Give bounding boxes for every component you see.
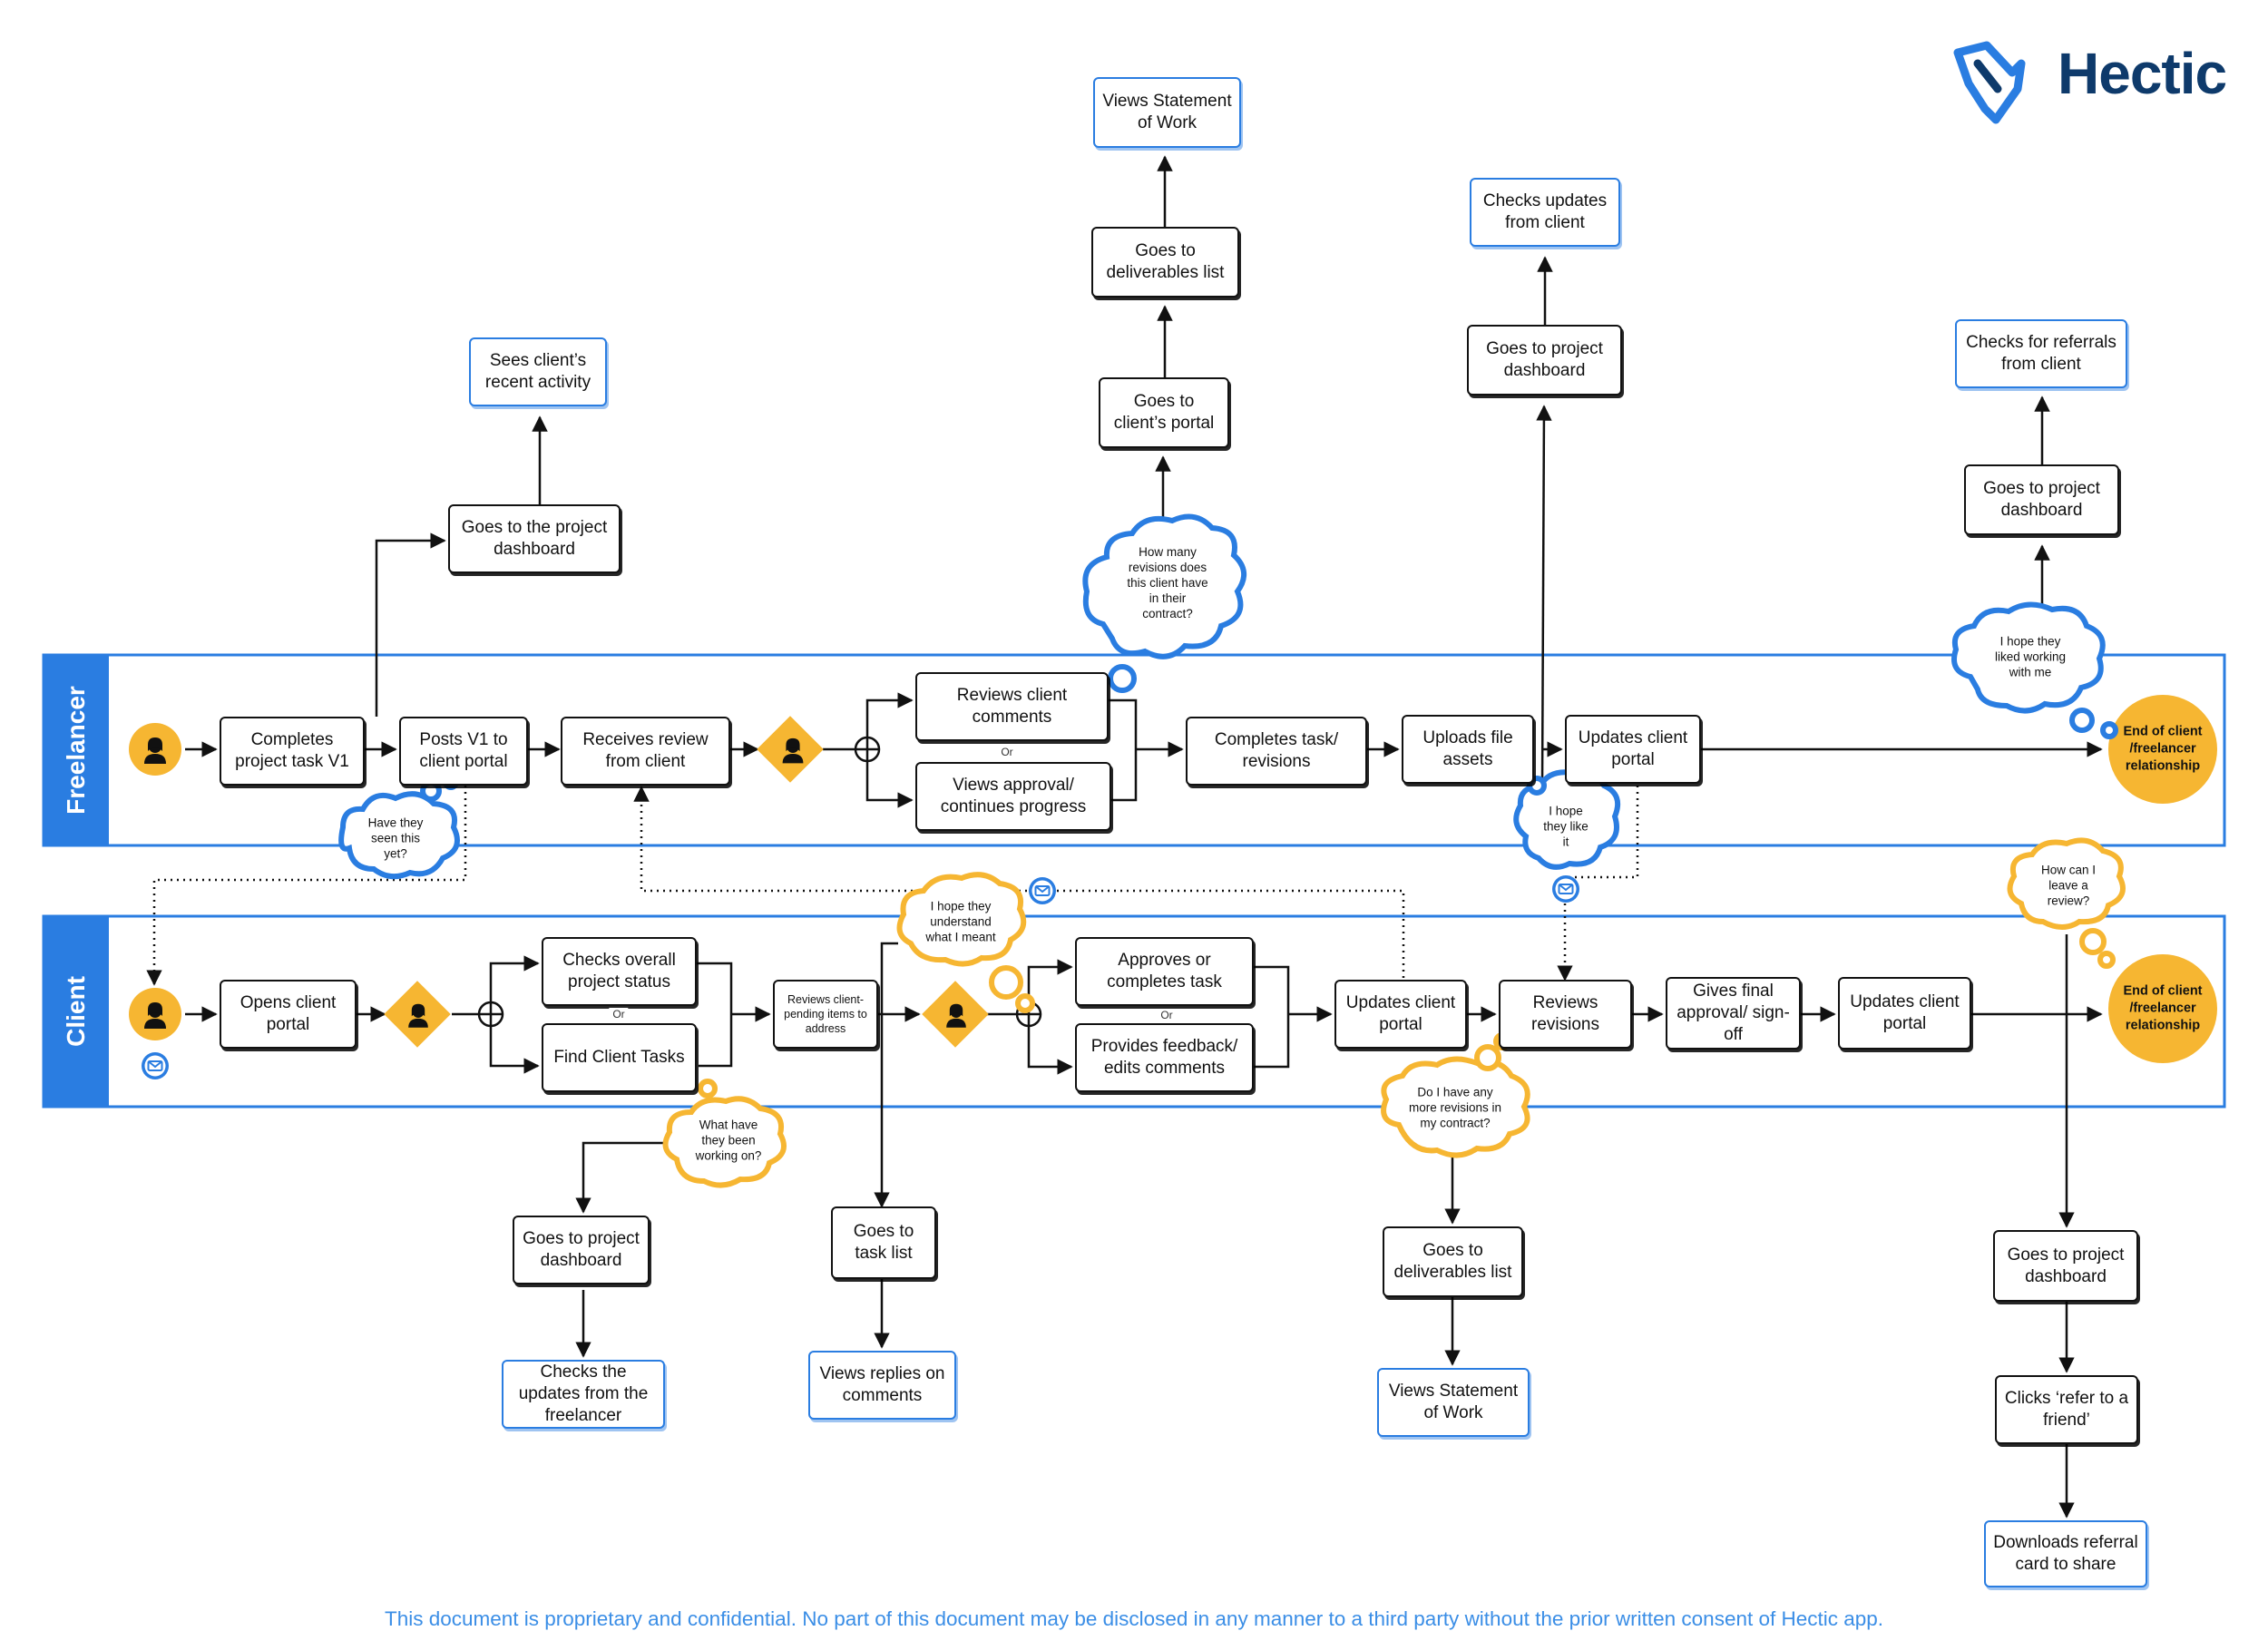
- outcome-checks-updates: Checks updates from client: [1470, 178, 1620, 247]
- end-node: [2108, 695, 2217, 1063]
- hectic-logo-icon: [1953, 41, 2026, 124]
- step-views-approval: Views approval/ continues progress: [915, 762, 1111, 831]
- confidentiality-footer: This document is proprietary and confide…: [384, 1607, 1884, 1630]
- outcome-views-sow-client: Views Statement of Work: [1377, 1368, 1530, 1437]
- step-goes-clients-portal: Goes to client’s portal: [1099, 377, 1229, 448]
- thought-cloud: [338, 513, 2126, 1188]
- step-reviews-revisions: Reviews revisions: [1499, 980, 1632, 1049]
- outcome-downloads-card: Downloads referral card to share: [1984, 1520, 2147, 1587]
- or-label: Or: [997, 746, 1017, 758]
- lane-label-client: Client: [62, 976, 90, 1047]
- step-uploads-assets: Uploads file assets: [1402, 715, 1534, 784]
- step-receives-review: Receives review from client: [561, 717, 730, 786]
- step-completes-v1: Completes project task V1: [220, 717, 365, 786]
- step-goes-deliverables-client: Goes to deliverables list: [1383, 1226, 1523, 1297]
- step-provides-feedback: Provides feedback/ edits comments: [1075, 1023, 1254, 1092]
- thought-hope-like: I hope they like it: [1543, 804, 1589, 849]
- end-client: End of client /freelancer relationship: [2123, 983, 2203, 1033]
- outcome-views-sow-freelancer: Views Statement of Work: [1093, 77, 1241, 148]
- step-updates-portal-client: Updates client portal: [1334, 980, 1467, 1049]
- outcome-checks-referrals: Checks for referrals from client: [1955, 319, 2127, 388]
- step-goes-project-dashboard-1: Goes to the project dashboard: [448, 504, 621, 573]
- person-icon: [129, 723, 181, 1040]
- step-reviews-pending: Reviews client-pending items to address: [773, 980, 878, 1049]
- step-goes-project-dashboard-3: Goes to project dashboard: [1964, 464, 2119, 535]
- step-reviews-comments: Reviews client comments: [915, 672, 1109, 741]
- outcome-sees-recent-activity: Sees client’s recent activity: [469, 337, 607, 406]
- thought-more-revisions: Do I have any more revisions in my contr…: [1408, 1085, 1502, 1130]
- step-completes-revisions: Completes task/ revisions: [1186, 717, 1367, 786]
- step-goes-deliverables-freelancer: Goes to deliverables list: [1091, 227, 1239, 298]
- step-clicks-refer: Clicks ‘refer to a friend’: [1995, 1375, 2138, 1444]
- step-goes-task-list: Goes to task list: [831, 1206, 936, 1279]
- step-opens-portal: Opens client portal: [220, 980, 357, 1049]
- step-approves: Approves or completes task: [1075, 937, 1254, 1006]
- handoff-connectors: [146, 786, 1639, 986]
- step-posts-v1: Posts V1 to client portal: [399, 717, 528, 786]
- or-label: Or: [609, 1008, 629, 1021]
- end-freelancer: End of client /freelancer relationship: [2123, 724, 2203, 774]
- thought-what-working-on: What have they been working on?: [695, 1118, 762, 1163]
- brand-name: Hectic: [2058, 41, 2227, 106]
- thought-hope-understand: I hope they understand what I meant: [925, 899, 996, 944]
- outcome-views-replies: Views replies on comments: [808, 1351, 956, 1420]
- decision-diamond: [384, 716, 989, 1048]
- thought-leave-review: How can I leave a review?: [2040, 863, 2097, 908]
- client-lane: [42, 914, 2226, 1108]
- step-find-tasks: Find Client Tasks: [542, 1023, 697, 1092]
- step-updates-portal-client-2: Updates client portal: [1838, 977, 1971, 1050]
- step-updates-portal-freelancer: Updates client portal: [1565, 715, 1701, 784]
- thought-hope-liked-working: I hope they liked working with me: [1994, 634, 2067, 679]
- step-final-approval: Gives final approval/ sign-off: [1666, 977, 1801, 1050]
- flow-connectors: [185, 155, 2103, 1519]
- step-checks-status: Checks overall project status: [542, 937, 697, 1006]
- thought-how-many-revisions: How many revisions does this client have…: [1127, 544, 1208, 620]
- thought-seen-yet: Have they seen this yet?: [367, 816, 424, 861]
- lane-label-freelancer: Freelancer: [62, 686, 90, 815]
- step-goes-project-dashboard-client: Goes to project dashboard: [513, 1216, 650, 1284]
- outcome-checks-freelancer-updates: Checks the updates from the freelancer: [502, 1360, 665, 1429]
- mail-icon: [141, 874, 1580, 1080]
- merge-icon: [477, 736, 1042, 1028]
- step-goes-project-dashboard-client-2: Goes to project dashboard: [1993, 1230, 2138, 1302]
- or-label: Or: [1157, 1009, 1177, 1021]
- step-goes-project-dashboard-2: Goes to project dashboard: [1467, 325, 1622, 396]
